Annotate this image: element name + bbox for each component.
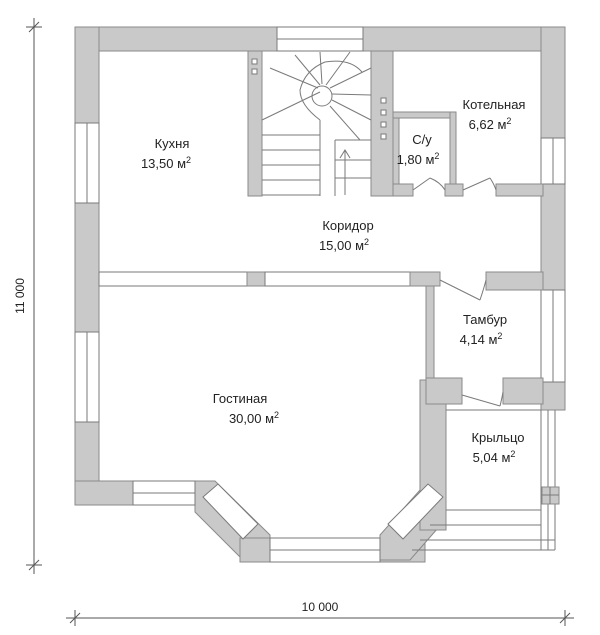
svg-text:5,04 м2: 5,04 м2 bbox=[473, 449, 516, 465]
vestibule-area: 4,14 м bbox=[460, 332, 498, 347]
corridor-name: Коридор bbox=[322, 218, 373, 233]
living-name: Гостиная bbox=[213, 391, 268, 406]
windows bbox=[74, 26, 566, 563]
porch-name: Крыльцо bbox=[471, 430, 524, 445]
room-label-corridor: Коридор 15,00 м2 bbox=[319, 218, 374, 253]
boiler-area-exp: 2 bbox=[506, 116, 511, 126]
kitchen-area-exp: 2 bbox=[186, 155, 191, 165]
interior-walls bbox=[98, 50, 544, 405]
kitchen-area: 13,50 м bbox=[141, 156, 186, 171]
porch-area: 5,04 м bbox=[473, 450, 511, 465]
vestibule-name: Тамбур bbox=[463, 312, 507, 327]
wc-name: С/у bbox=[412, 132, 432, 147]
svg-text:6,62 м2: 6,62 м2 bbox=[469, 116, 512, 132]
kitchen-name: Кухня bbox=[155, 136, 190, 151]
living-area-exp: 2 bbox=[274, 410, 279, 420]
porch-area-exp: 2 bbox=[510, 449, 515, 459]
dimension-width: 10 000 bbox=[66, 600, 574, 626]
room-label-boiler: Котельная 6,62 м2 bbox=[463, 97, 526, 132]
room-label-living: Гостиная 30,00 м2 bbox=[213, 391, 279, 426]
svg-text:15,00 м2: 15,00 м2 bbox=[319, 237, 369, 253]
room-label-kitchen: Кухня 13,50 м2 bbox=[141, 136, 191, 171]
room-label-vestibule: Тамбур 4,14 м2 bbox=[460, 312, 508, 347]
svg-text:1,80 м2: 1,80 м2 bbox=[397, 151, 440, 167]
vent-ducts bbox=[251, 58, 387, 140]
doors bbox=[412, 177, 504, 407]
dimension-height-label: 11 000 bbox=[13, 278, 27, 314]
wc-area-exp: 2 bbox=[434, 151, 439, 161]
room-label-wc: С/у 1,80 м2 bbox=[397, 132, 440, 167]
dimension-width-label: 10 000 bbox=[302, 600, 339, 614]
porch bbox=[412, 409, 560, 551]
wc-area: 1,80 м bbox=[397, 152, 435, 167]
corridor-area: 15,00 м bbox=[319, 238, 364, 253]
vestibule-area-exp: 2 bbox=[497, 331, 502, 341]
boiler-area: 6,62 м bbox=[469, 117, 507, 132]
dimension-height: 11 000 bbox=[13, 18, 42, 574]
room-label-porch: Крыльцо 5,04 м2 bbox=[471, 430, 524, 465]
corridor-area-exp: 2 bbox=[364, 237, 369, 247]
living-area: 30,00 м bbox=[229, 411, 274, 426]
boiler-name: Котельная bbox=[463, 97, 526, 112]
svg-text:30,00 м2: 30,00 м2 bbox=[229, 410, 279, 426]
svg-text:13,50 м2: 13,50 м2 bbox=[141, 155, 191, 171]
staircase bbox=[261, 51, 372, 196]
svg-text:4,14 м2: 4,14 м2 bbox=[460, 331, 503, 347]
